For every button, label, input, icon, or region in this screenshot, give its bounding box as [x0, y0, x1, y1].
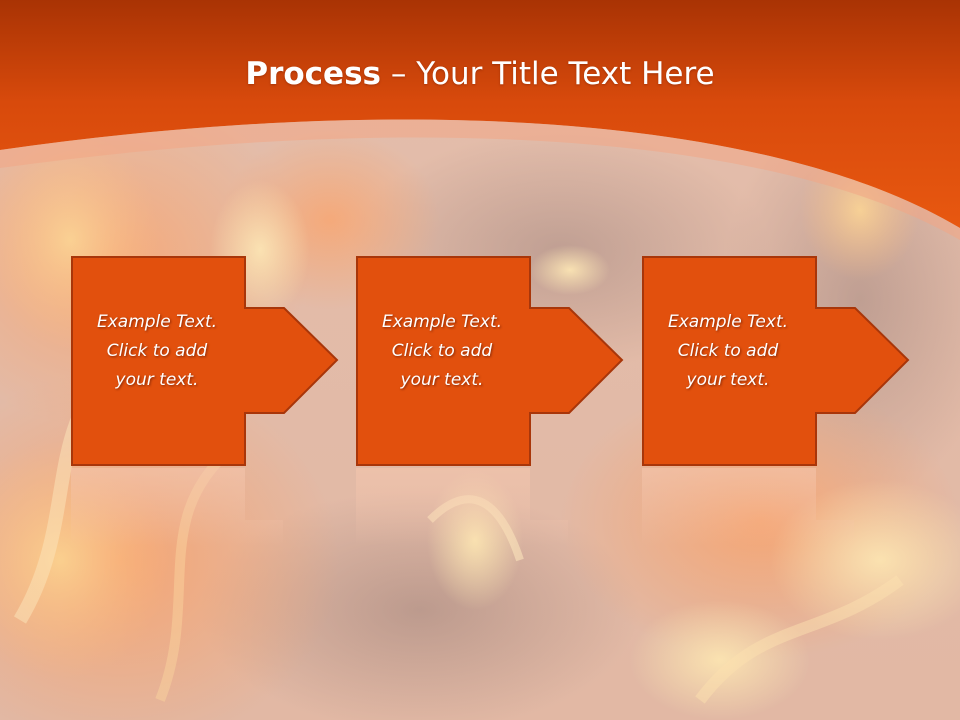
step-arrow-shape — [642, 256, 910, 546]
step-label-line-2: Click to add — [106, 341, 208, 361]
step-label-line-2: Click to add — [677, 341, 779, 361]
step-label: Example Text. Click to add your text. — [71, 308, 243, 395]
step-label-line-3: your text. — [115, 370, 199, 390]
title-bold-part: Process — [245, 56, 381, 92]
step-label-line-2: Click to add — [391, 341, 493, 361]
step-arrow-shape — [71, 256, 339, 546]
step-label-line-3: your text. — [686, 370, 770, 390]
slide-title: Process – Your Title Text Here — [0, 52, 960, 96]
step-label-line-1: Example Text. — [96, 312, 218, 332]
step-label-line-3: your text. — [400, 370, 484, 390]
process-step-3[interactable]: Example Text. Click to add your text. — [642, 256, 932, 556]
step-label-line-1: Example Text. — [381, 312, 503, 332]
process-step-2[interactable]: Example Text. Click to add your text. — [356, 256, 646, 556]
step-label-line-1: Example Text. — [667, 312, 789, 332]
step-arrow-shape — [356, 256, 624, 546]
title-rest-part: – Your Title Text Here — [381, 56, 715, 92]
step-label: Example Text. Click to add your text. — [356, 308, 528, 395]
process-step-1[interactable]: Example Text. Click to add your text. — [71, 256, 361, 556]
step-label: Example Text. Click to add your text. — [642, 308, 814, 395]
